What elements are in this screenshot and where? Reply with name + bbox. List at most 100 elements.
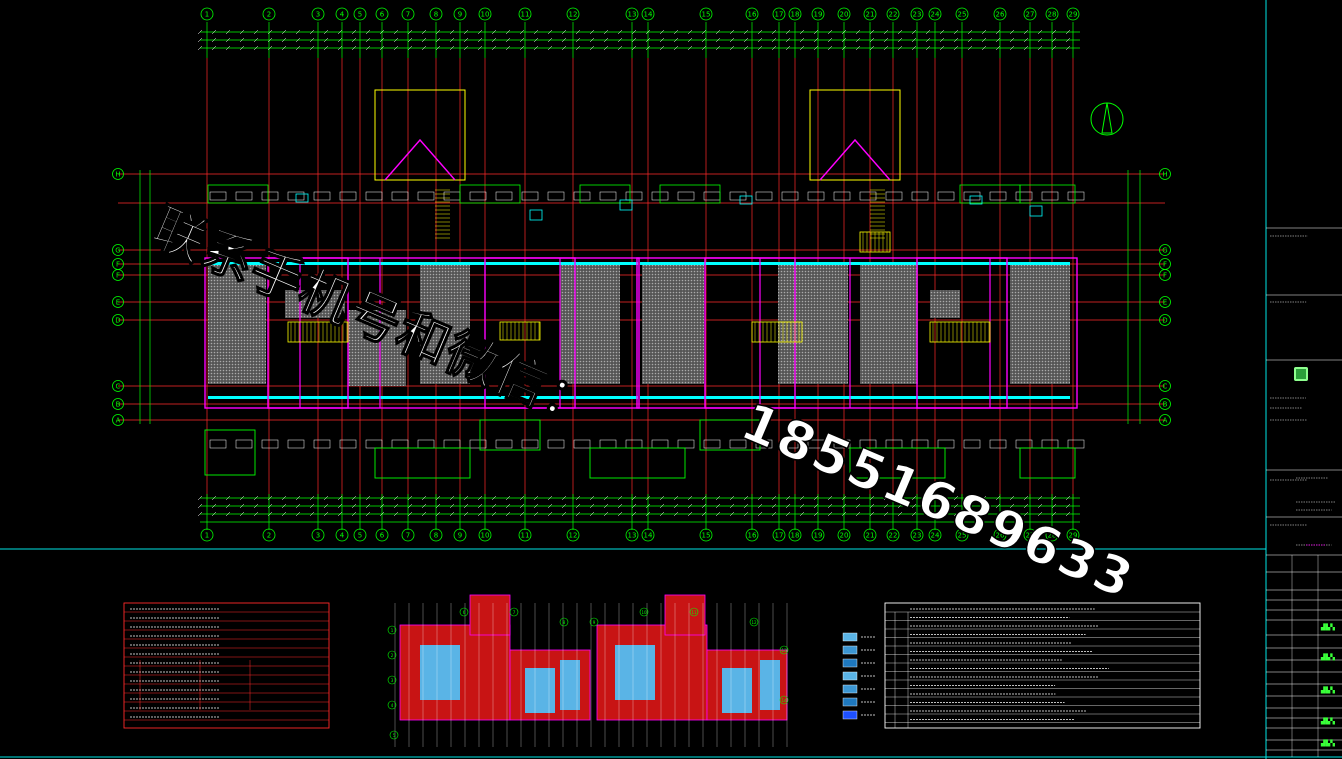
axis-bubble-label: 1: [205, 532, 209, 540]
axis-bubble-label: 17: [775, 532, 784, 540]
notes-table-right: [885, 603, 1200, 728]
site-axis-label: 4: [391, 703, 394, 708]
axis-bubble-label: 19: [814, 532, 823, 540]
axis-bubble-label: 15: [702, 11, 711, 19]
axis-bubble: 4: [336, 529, 348, 541]
axis-bubble-label: A: [1163, 417, 1168, 425]
axis-bubble-label: 4: [340, 532, 345, 540]
axis-bubble: 9: [454, 8, 466, 20]
axis-bubble-label: C: [116, 383, 121, 391]
axis-bubble-label: 7: [406, 11, 410, 19]
axis-bubble-label: 22: [889, 532, 898, 540]
axis-bubble-label: 15: [702, 532, 711, 540]
axis-bubble-label: 27: [1026, 11, 1035, 19]
axis-bubble: 20: [838, 529, 850, 541]
axis-bubble: 6: [376, 8, 388, 20]
axis-bubble: 15: [700, 8, 712, 20]
axis-bubble: 18: [789, 529, 801, 541]
axis-bubble-label: D: [1162, 317, 1167, 325]
axis-bubble-label: 25: [958, 11, 967, 19]
axis-bubble-label: 20: [840, 11, 849, 19]
axis-bubble-label: 12: [569, 532, 578, 540]
axis-bubble: 17: [773, 8, 785, 20]
site-axis-label: 6: [463, 610, 466, 615]
axis-bubble: 5: [354, 529, 366, 541]
axis-bubble-label: 11: [521, 532, 530, 540]
axis-bubble-label: 14: [644, 532, 653, 540]
site-axis-label: 3: [391, 678, 394, 683]
axis-bubble-label: G: [115, 247, 120, 255]
site-axis-label: 2: [391, 653, 394, 658]
axis-bubble: 1: [201, 529, 213, 541]
axis-bubble-label: F: [1163, 261, 1167, 269]
site-plan[interactable]: 1234567891011121314: [388, 595, 788, 747]
stamp-4: ▟▙▚: [1321, 718, 1335, 725]
axis-bubble-label: 9: [458, 532, 462, 540]
axis-bubble-label: B: [1163, 401, 1168, 409]
axis-bubble: 22: [887, 529, 899, 541]
axis-bubble: 28: [1046, 8, 1058, 20]
site-axis-label: 14: [781, 698, 787, 703]
axis-bubble-label: 13: [628, 11, 637, 19]
title-block: ▟▙▚ ▟▙▚ ▟▙▚ ▟▙▚ ▟▙▚: [1266, 0, 1342, 759]
axis-bubble: 13: [626, 8, 638, 20]
axis-bubble: 25: [956, 8, 968, 20]
axis-bubble-label: 3: [316, 532, 320, 540]
axis-bubble-label: F: [116, 272, 120, 280]
axis-bubble-label: 5: [358, 532, 362, 540]
axis-bubble-label: 12: [569, 11, 578, 19]
axis-bubble-label: C: [1163, 383, 1168, 391]
axis-bubble: 13: [626, 529, 638, 541]
site-axis-bubble: 10: [640, 608, 648, 616]
axis-bubble: 7: [402, 529, 414, 541]
axis-bubble: 21: [864, 8, 876, 20]
axis-bubble: 14: [642, 8, 654, 20]
axis-bubble: 22: [887, 8, 899, 20]
site-axis-bubble: 2: [388, 651, 396, 659]
axis-bubble-label: F: [1163, 272, 1167, 280]
axis-bubble: 15: [700, 529, 712, 541]
stair-tower: [375, 90, 465, 238]
axis-bubble: 16: [746, 8, 758, 20]
axis-bubble: 3: [312, 529, 324, 541]
axis-bubble-label: 26: [996, 11, 1005, 19]
cube-logo-icon: [1294, 367, 1308, 381]
axis-bubble-label: 2: [267, 11, 271, 19]
stamp-1: ▟▙▚: [1321, 624, 1335, 631]
axis-bubble-label: E: [1163, 299, 1167, 307]
legend: [843, 633, 875, 719]
axis-bubble: 19: [812, 8, 824, 20]
axis-bubble-label: 19: [814, 11, 823, 19]
axis-bubble-label: 8: [434, 11, 438, 19]
stair: [930, 322, 990, 342]
axis-bubble: 26: [994, 8, 1006, 20]
axis-bubble-label: 18: [791, 11, 800, 19]
axis-bubble-label: 2: [267, 532, 271, 540]
axis-bubble-label: 1: [205, 11, 209, 19]
site-axis-bubble: 6: [460, 608, 468, 616]
axis-bubble-label: 8: [434, 532, 438, 540]
axis-bubble-label: 6: [380, 532, 385, 540]
axis-bubble: 8: [430, 8, 442, 20]
site-axis-label: 1: [391, 628, 394, 633]
axis-bubble-label: 10: [481, 532, 490, 540]
axis-bubble: 4: [336, 8, 348, 20]
axis-bubble-label: 17: [775, 11, 784, 19]
axis-bubble-label: 14: [644, 11, 653, 19]
site-axis-label: 12: [751, 620, 757, 625]
axis-bubble: 23: [911, 529, 923, 541]
site-axis-bubble: 5: [390, 731, 398, 739]
axis-bubble-label: H: [1162, 171, 1167, 179]
axis-bubble: 24: [929, 8, 941, 20]
axis-bubble: 14: [642, 529, 654, 541]
axis-bubble: 12: [567, 529, 579, 541]
axis-bubble: 9: [454, 529, 466, 541]
axis-bubble: 6: [376, 529, 388, 541]
axis-bubble: 20: [838, 8, 850, 20]
axis-bubble-label: D: [115, 317, 120, 325]
axis-bubble-label: 23: [913, 11, 922, 19]
axis-bubble-label: 9: [458, 11, 462, 19]
axis-bubble-label: 10: [481, 11, 490, 19]
axis-bubble-label: 24: [931, 11, 940, 19]
